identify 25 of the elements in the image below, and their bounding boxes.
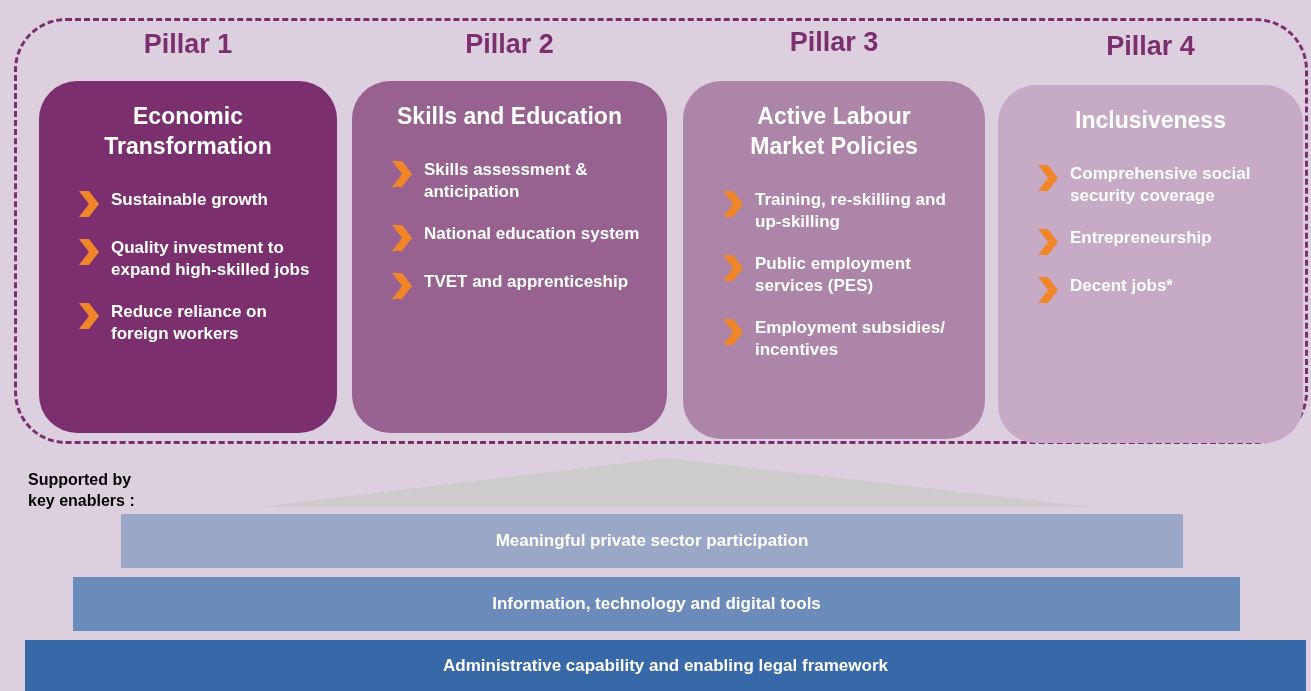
bullet-text: Public employment services (PES) xyxy=(755,253,912,297)
bullet-text: Skills assessment & anticipation xyxy=(424,159,589,203)
enabler-bar: Administrative capability and enabling legal framework xyxy=(25,640,1306,691)
pillar-heading: Pillar 1 xyxy=(142,29,234,60)
bullet-text: Quality investment to expand high-skilled jobs xyxy=(111,237,311,281)
bullet-text: Entrepreneurship xyxy=(1070,227,1212,249)
bullet-text: TVET and apprenticeship xyxy=(424,271,629,293)
pillar-title: Skills and Education xyxy=(396,102,623,131)
bullet-text: Sustainable growth xyxy=(111,189,268,211)
note-label: Supported by key enablers : xyxy=(28,470,136,511)
bullet-text: Decent jobs* xyxy=(1070,275,1173,297)
pillar-heading: Pillar 2 xyxy=(464,29,555,60)
enabler-bar: Information, technology and digital tools xyxy=(73,577,1240,631)
bullet-text: Reduce reliance on foreign workers xyxy=(111,301,268,345)
bullet-text: Comprehensive social security coverage xyxy=(1070,163,1252,207)
dashed-frame xyxy=(14,18,1308,444)
bullet-text: Training, re-skilling and up-skilling xyxy=(755,189,947,233)
pillar-heading: Pillar 3 xyxy=(788,27,880,58)
pillar-title: Inclusiveness xyxy=(1074,106,1227,135)
pillar-heading: Pillar 4 xyxy=(1105,31,1196,62)
bullet-text: Employment subsidies/ incentives xyxy=(755,317,946,361)
enabler-bar: Meaningful private sector participation xyxy=(121,514,1183,568)
pillar-title: Active Labour Market Policies xyxy=(749,102,919,161)
pillar-title: Economic Transformation xyxy=(103,102,273,161)
bullet-text: National education system xyxy=(424,223,640,245)
